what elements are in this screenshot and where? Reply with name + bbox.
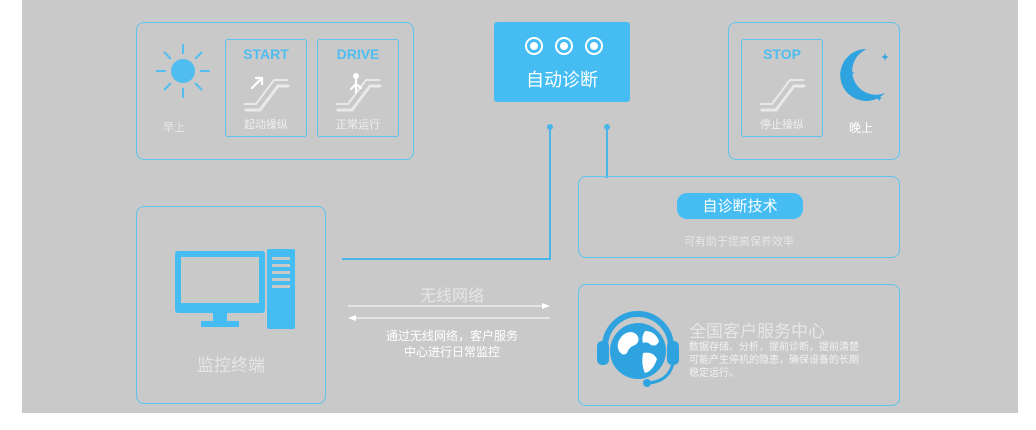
target-icon — [585, 37, 603, 55]
night-panel: STOP 停止操纵 晚上 — [728, 22, 900, 160]
target-icon — [525, 37, 543, 55]
moon-icon — [839, 48, 889, 101]
target-icon — [555, 37, 573, 55]
morning-panel: 早上 START 起动操纵 DRIVE 正常运行 — [136, 22, 414, 160]
self-diagnosis-subtitle: 可有助于提高保养效率 — [684, 235, 794, 248]
drive-card: DRIVE 正常运行 — [317, 39, 399, 137]
service-center-panel: 全国客户服务中心 数据存储、分析，提前诊断，提前清楚 可能产生停机的隐患，确保设… — [578, 284, 900, 406]
escalator-stop-icon — [760, 79, 806, 112]
service-center-desc-line3: 稳定运行。 — [689, 368, 739, 379]
service-center-desc-line1: 数据存储、分析，提前诊断，提前清楚 — [689, 342, 859, 353]
connector-line — [549, 130, 551, 260]
self-diagnosis-panel: 自诊断技术 可有助于提高保养效率 — [578, 176, 900, 258]
drive-card-caption: 正常运行 — [336, 118, 380, 131]
escalator-person-icon — [336, 73, 382, 112]
network-arrows — [348, 303, 550, 321]
diagram-canvas: 早上 START 起动操纵 DRIVE 正常运行 — [22, 0, 1018, 413]
service-center-description: 数据存储、分析，提前诊断，提前清楚 可能产生停机的隐患，确保设备的长期 稳定运行… — [689, 341, 895, 380]
network-caption-line1: 通过无线网络，客户服务 — [385, 329, 518, 343]
connector-line — [606, 130, 608, 178]
start-card: START 起动操纵 — [225, 39, 307, 137]
stop-card: STOP 停止操纵 — [741, 39, 823, 137]
self-diagnosis-title: 自诊断技术 — [677, 193, 803, 219]
auto-diagnosis-label: 自动诊断 — [526, 70, 598, 91]
network-label: 无线网络 — [419, 286, 484, 305]
sun-icon — [156, 44, 210, 98]
stop-card-title: STOP — [763, 46, 801, 62]
service-center-desc-line2: 可能产生停机的隐患，确保设备的长期 — [689, 355, 859, 366]
computer-icon — [175, 249, 295, 329]
morning-label: 早上 — [163, 121, 185, 134]
drive-card-title: DRIVE — [336, 46, 380, 62]
globe-headset-icon — [597, 311, 679, 387]
service-center-title: 全国客户服务中心 — [689, 322, 825, 342]
start-card-title: START — [243, 46, 289, 62]
night-label: 晚上 — [849, 121, 874, 135]
start-card-caption: 起动操纵 — [244, 118, 288, 131]
connector-line — [342, 258, 551, 260]
connector-dot — [604, 124, 610, 130]
network-caption-line2: 中心进行日常监控 — [403, 345, 500, 359]
terminal-panel: 监控终端 — [136, 206, 326, 404]
terminal-label: 监控终端 — [197, 356, 265, 376]
escalator-start-icon — [244, 76, 290, 112]
network-caption: 通过无线网络，客户服务 中心进行日常监控 — [352, 328, 552, 360]
connector-dot — [547, 124, 553, 130]
auto-diagnosis-panel: 自动诊断 — [494, 22, 630, 102]
stop-card-caption: 停止操纵 — [760, 118, 804, 131]
